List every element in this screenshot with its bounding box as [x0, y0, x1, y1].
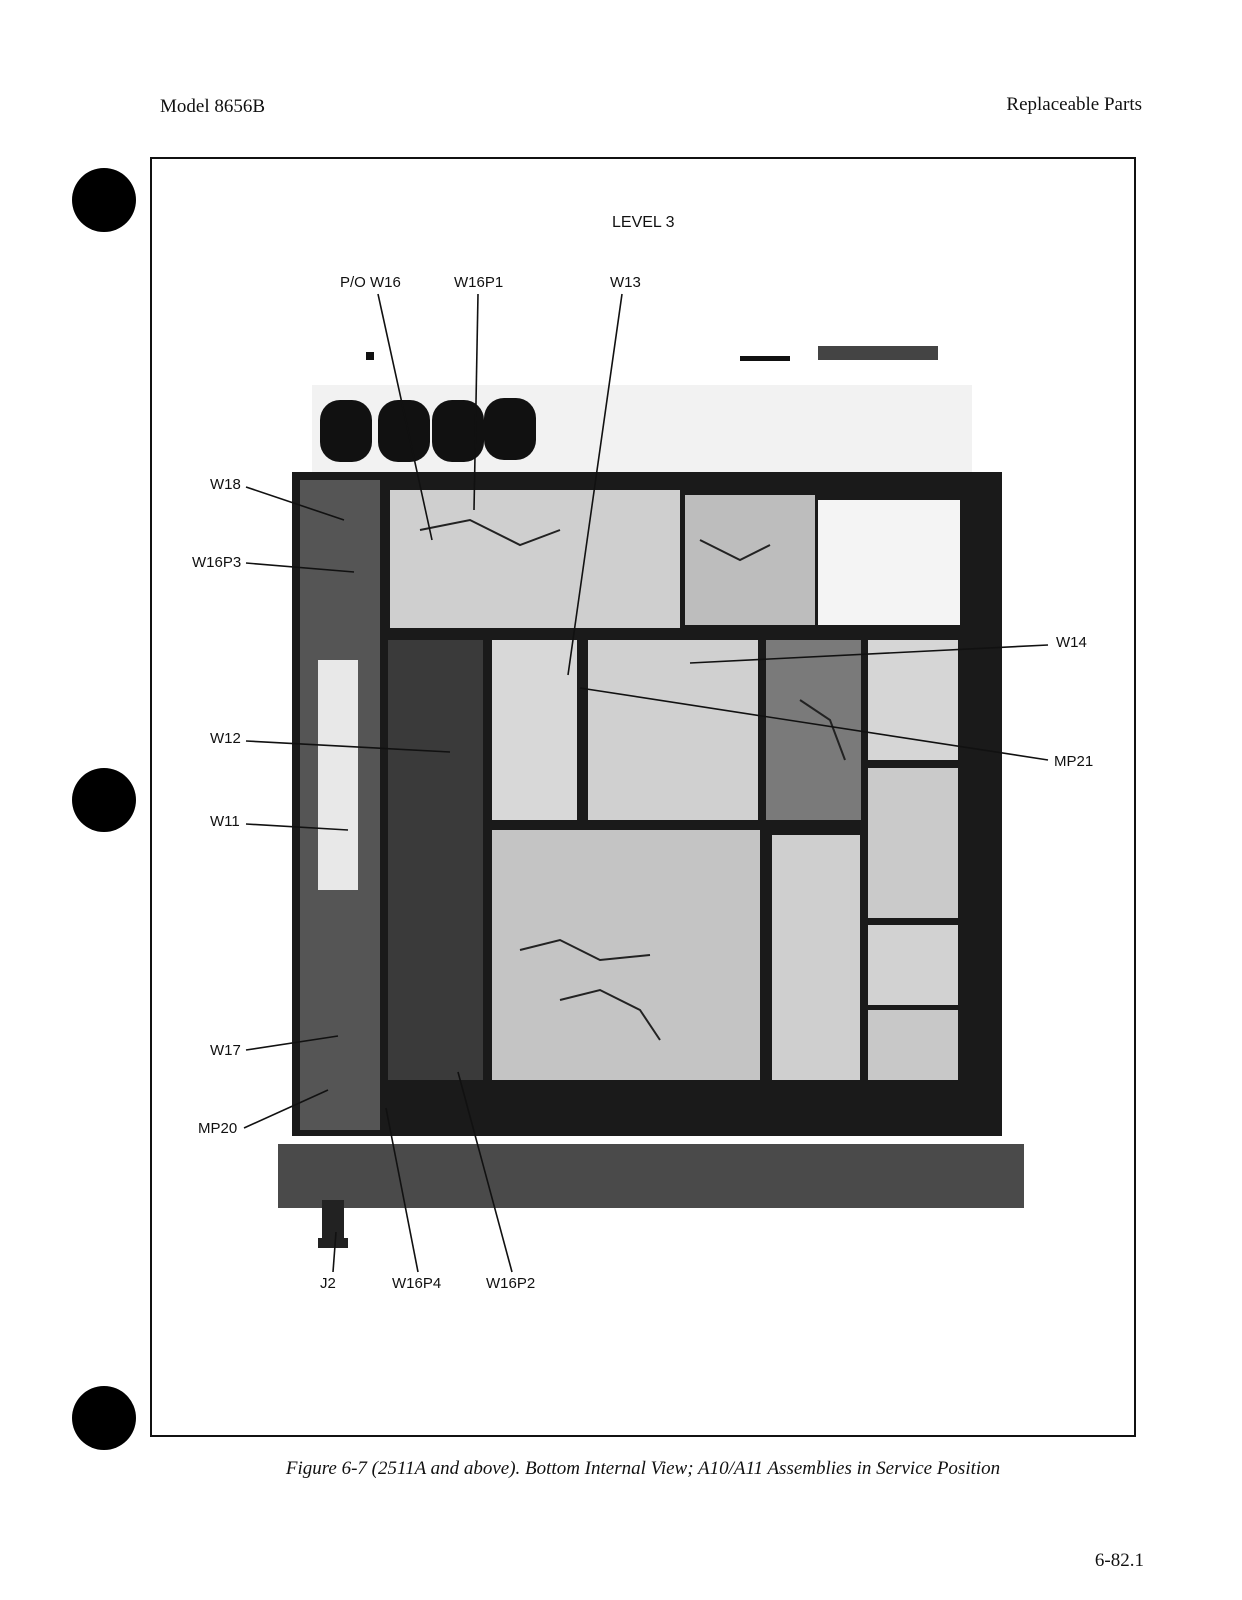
- callout-j2: J2: [320, 1275, 336, 1292]
- callout-w13: W13: [610, 274, 641, 291]
- binder-hole-top: [72, 168, 136, 232]
- callout-w16p1: W16P1: [454, 274, 504, 291]
- callout-w18: W18: [210, 476, 241, 493]
- callout-w14: W14: [1056, 634, 1087, 651]
- level-label: LEVEL 3: [612, 214, 675, 231]
- section-header: Replaceable Parts: [1006, 94, 1142, 115]
- callout-w16p3: W16P3: [192, 554, 242, 571]
- callout-w16p4: W16P4: [392, 1275, 442, 1292]
- figure-caption: Figure 6-7 (2511A and above). Bottom Int…: [285, 1458, 1001, 1479]
- callout-po-w16: P/O W16: [340, 274, 401, 291]
- callout-w12: W12: [210, 730, 241, 747]
- callout-mp21: MP21: [1054, 753, 1094, 770]
- callout-w16p2: W16P2: [486, 1275, 536, 1292]
- callout-mp20: MP20: [198, 1120, 238, 1137]
- page-number: 6-82.1: [1094, 1550, 1144, 1571]
- model-header: Model 8656B: [160, 96, 266, 117]
- callout-w17: W17: [210, 1042, 241, 1059]
- binder-hole-middle: [72, 768, 136, 832]
- figure-frame: [150, 157, 1136, 1437]
- callout-w11: W11: [210, 813, 240, 830]
- binder-hole-bottom: [72, 1386, 136, 1450]
